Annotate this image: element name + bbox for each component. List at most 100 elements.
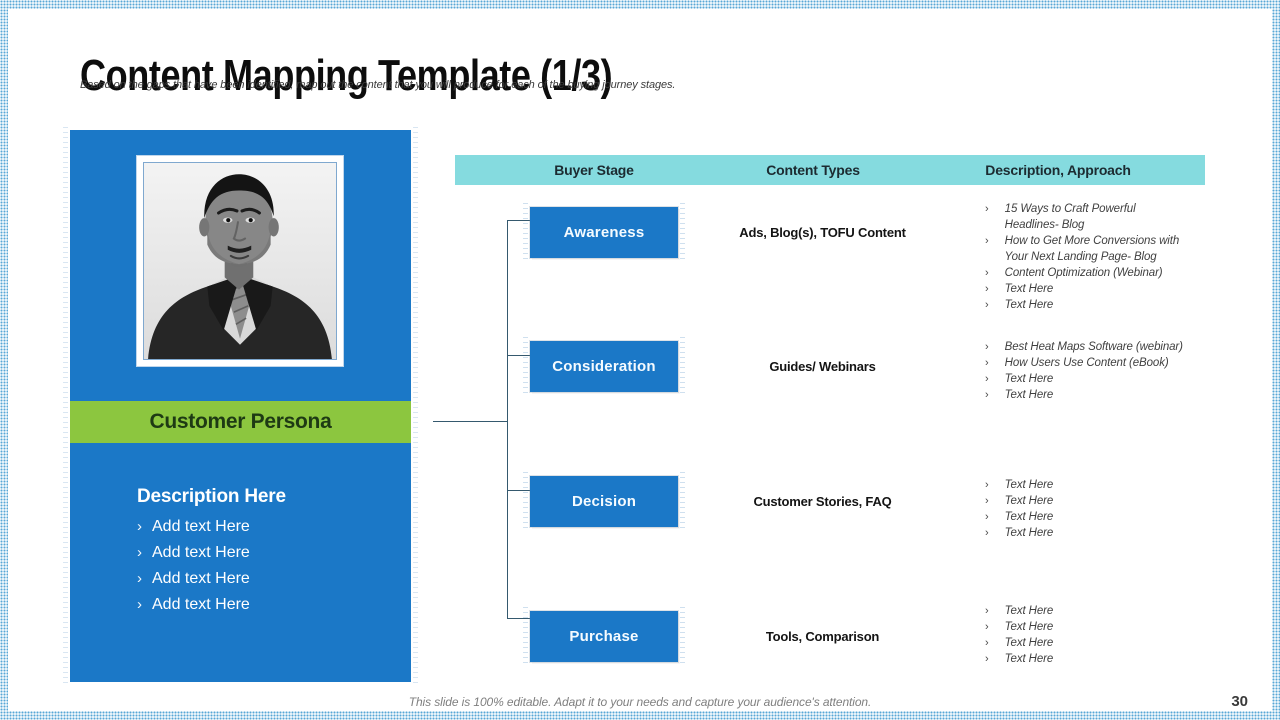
list-item: › Text Here [985, 387, 1207, 403]
stage-button-awareness[interactable]: Awareness [523, 203, 685, 262]
column-header-buyer-stage: Buyer Stage [554, 162, 634, 178]
list-item: › Text Here [985, 493, 1207, 509]
slide-border-right [1272, 0, 1280, 720]
content-types-purchase: Tools, Comparison [765, 629, 880, 644]
list-item: › Text Here [985, 635, 1207, 651]
chevron-bullet-icon: › [985, 621, 989, 633]
connector-persona-to-trunk [433, 421, 508, 422]
persona-description-list: › Add text Here › Add text Here › Add text … [137, 514, 387, 618]
description-text: Text Here [1004, 621, 1054, 633]
description-text: Content Optimization (Webinar) [1004, 267, 1163, 279]
chevron-bullet-icon: › [985, 357, 989, 369]
list-item: › Text Here [985, 281, 1207, 297]
slide-border-top [0, 0, 1280, 9]
footer-note: This slide is 100% editable. Adapt it to… [408, 695, 872, 709]
persona-item-text: Add text Here [152, 518, 250, 535]
description-text: Text Here [1004, 283, 1054, 295]
persona-item-text: Add text Here [152, 596, 250, 613]
list-item: › Text Here [985, 619, 1207, 635]
slide-title: Content Mapping Template (1/3) [80, 51, 613, 101]
content-types-awareness: Ads, Blog(s), TOFU Content [739, 225, 906, 240]
list-item: › Text Here [985, 509, 1207, 525]
chevron-bullet-icon: › [985, 637, 989, 649]
description-text: Text Here [1004, 527, 1054, 539]
persona-description-block: Description Here › Add text Here › Add tex… [137, 486, 387, 618]
stage-button-decision[interactable]: Decision [523, 472, 685, 531]
chevron-bullet-icon: › [985, 605, 989, 617]
description-text: Text Here [1004, 495, 1054, 507]
list-item[interactable]: › Add text Here [137, 514, 387, 540]
chevron-bullet-icon: › [985, 299, 989, 311]
connector-awareness [508, 220, 530, 221]
description-list-consideration: ›Best Heat Maps Software (webinar) › How … [985, 339, 1207, 403]
stage-label: Awareness [563, 224, 645, 241]
list-item: › Text Here [985, 525, 1207, 541]
description-list-awareness: › 15 Ways to Craft Powerful Headlines- Bl… [985, 201, 1207, 313]
chevron-bullet-icon: › [985, 267, 989, 279]
column-header-description-approach: Description, Approach [985, 162, 1131, 178]
stage-label: Consideration [552, 358, 656, 375]
description-text: How Users Use Content (eBook) [1004, 357, 1169, 369]
list-item[interactable]: › Add text Here [137, 566, 387, 592]
content-types-consideration: Guides/ Webinars [769, 359, 876, 374]
description-text: Text Here [1004, 637, 1054, 649]
description-text: 15 Ways to Craft Powerful Headlines- Blo… [1004, 203, 1136, 231]
slide-border-left [0, 0, 8, 720]
table-header-band: Buyer Stage Content Types Description, A… [455, 155, 1205, 185]
chevron-bullet-icon: › [985, 479, 989, 491]
connector-decision [508, 490, 530, 491]
slide-subtitle: Based on the gaps that have been identif… [80, 79, 676, 91]
list-item[interactable]: ›Add text Here [137, 540, 387, 566]
description-text: Text Here [1004, 373, 1054, 385]
list-item: › Text Here [985, 297, 1207, 313]
chevron-bullet-icon: › [985, 495, 989, 507]
list-item: ›How to Get More Conversions with Your N… [985, 233, 1207, 265]
customer-persona-panel: Customer Persona Description Here › Add t… [63, 127, 418, 685]
persona-photo [143, 162, 337, 360]
content-types-decision: Customer Stories, FAQ [753, 494, 892, 509]
chevron-bullet-icon: › [985, 527, 989, 539]
description-text: Text Here [1004, 299, 1054, 311]
connector-trunk [507, 220, 508, 619]
description-text: Text Here [1004, 511, 1054, 523]
chevron-bullet-icon: › [137, 570, 142, 587]
list-item: ›15 Ways to Craft Powerful Headlines- Bl… [985, 201, 1207, 233]
slide-border-bottom [0, 711, 1280, 720]
persona-title-band: Customer Persona [70, 401, 411, 443]
description-text: Text Here [1004, 479, 1054, 491]
connector-consideration [508, 355, 530, 356]
stage-label: Purchase [569, 628, 639, 645]
chevron-bullet-icon: › [985, 511, 989, 523]
chevron-bullet-icon: › [985, 389, 989, 401]
stage-label: Decision [571, 493, 637, 510]
chevron-bullet-icon: › [985, 283, 989, 295]
persona-title: Customer Persona [149, 410, 332, 433]
chevron-bullet-icon: › [137, 518, 142, 535]
chevron-bullet-icon: › [137, 596, 142, 613]
list-item: › Text Here [985, 477, 1207, 493]
persona-description-heading: Description Here [137, 486, 286, 507]
list-item: › Text Here [985, 371, 1207, 387]
description-text: Text Here [1004, 653, 1054, 665]
chevron-bullet-icon: › [985, 235, 989, 247]
list-item[interactable]: › Add text Here [137, 592, 387, 618]
list-item: ›Best Heat Maps Software (webinar) [985, 339, 1207, 355]
chevron-bullet-icon: › [137, 544, 142, 561]
person-portrait-illustration [144, 163, 336, 359]
list-item: › How Users Use Content (eBook) [985, 355, 1207, 371]
list-item: › Text Here [985, 651, 1207, 667]
stage-button-purchase[interactable]: Purchase [523, 607, 685, 666]
description-text: Text Here [1004, 389, 1054, 401]
persona-photo-frame [137, 156, 343, 366]
persona-item-text: Add text Here [152, 570, 250, 587]
connector-purchase [508, 618, 530, 619]
chevron-bullet-icon: › [985, 341, 989, 353]
chevron-bullet-icon: › [985, 373, 989, 385]
description-list-purchase: › Text Here › Text Here › Text Here › Text H… [985, 603, 1207, 667]
stage-button-consideration[interactable]: Consideration [523, 337, 685, 396]
description-text: Text Here [1004, 605, 1054, 617]
list-item: › Text Here [985, 603, 1207, 619]
column-header-content-types: Content Types [766, 162, 860, 178]
chevron-bullet-icon: › [985, 653, 989, 665]
